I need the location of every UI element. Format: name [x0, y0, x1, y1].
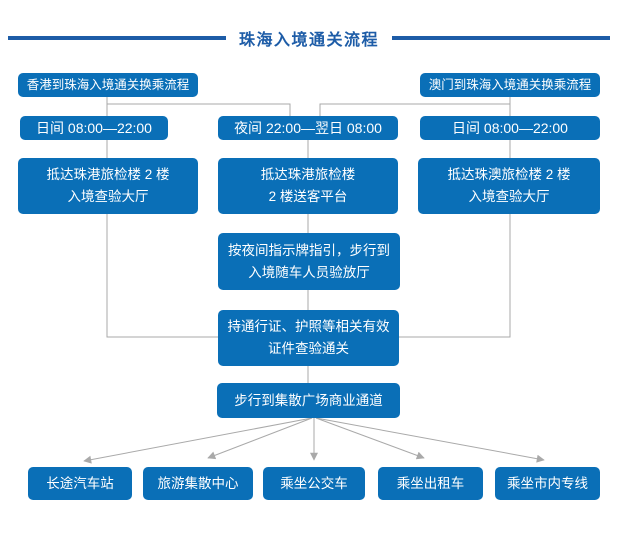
- node-tourist-center: 旅游集散中心: [143, 467, 253, 500]
- node-label-line1: 抵达珠港旅检楼 2 楼: [46, 167, 170, 182]
- title-row: 珠海入境通关流程: [8, 26, 611, 50]
- node-mo-header: 澳门到珠海入境通关换乘流程: [420, 73, 600, 97]
- connector-mo-to-night: [319, 103, 510, 116]
- node-night-dropoff-platform: 抵达珠港旅检楼 2 楼送客平台: [218, 158, 398, 214]
- node-mo-daytime: 日间 08:00—22:00: [420, 116, 600, 140]
- node-taxi: 乘坐出租车: [378, 467, 483, 500]
- node-label-line1: 抵达珠港旅检楼: [260, 167, 356, 182]
- title-rule-right: [392, 36, 611, 40]
- node-label: 日间 08:00—22:00: [452, 120, 568, 136]
- node-label: 乘坐市内专线: [507, 475, 588, 491]
- node-label-line2: 2 楼送客平台: [268, 189, 348, 204]
- node-label: 香港到珠海入境通关换乘流程: [26, 78, 190, 92]
- arrow-to-city-line: [315, 417, 545, 463]
- arrow-to-bus-station: [83, 417, 313, 464]
- node-label: 步行到集散广场商业通道: [234, 392, 383, 408]
- node-nighttime: 夜间 22:00—翌日 08:00: [218, 116, 398, 140]
- node-label: 日间 08:00—22:00: [36, 120, 152, 136]
- node-hk-header: 香港到珠海入境通关换乘流程: [18, 73, 198, 97]
- node-plaza-passage: 步行到集散广场商业通道: [217, 383, 400, 418]
- arrow-to-taxi: [315, 417, 425, 460]
- node-label-line2: 入境查验大厅: [67, 189, 149, 204]
- node-hk-arrival-hall: 抵达珠港旅检楼 2 楼 入境查验大厅: [18, 158, 198, 214]
- node-label-line1: 持通行证、护照等相关有效: [227, 319, 390, 334]
- node-hk-daytime: 日间 08:00—22:00: [20, 116, 168, 140]
- node-label: 乘坐公交车: [280, 475, 348, 491]
- node-label-line2: 入境随车人员验放厅: [248, 264, 370, 280]
- node-city-bus: 乘坐公交车: [263, 467, 365, 500]
- node-document-inspection: 持通行证、护照等相关有效 证件查验通关: [218, 310, 399, 366]
- node-label: 夜间 22:00—翌日 08:00: [234, 120, 382, 136]
- node-mo-arrival-hall: 抵达珠澳旅检楼 2 楼 入境查验大厅: [418, 158, 600, 214]
- title-rule-left: [8, 36, 226, 40]
- node-label-line1: 抵达珠澳旅检楼 2 楼: [447, 167, 571, 182]
- connector-moarrive-to-inspection: [399, 214, 511, 338]
- arrow-to-tourist-center: [207, 417, 313, 460]
- node-label: 长途汽车站: [46, 475, 114, 491]
- node-label: 旅游集散中心: [157, 475, 239, 491]
- connector-hkarrive-to-inspection: [106, 214, 218, 338]
- node-label: 澳门到珠海入境通关换乘流程: [428, 78, 592, 92]
- node-label-line2: 证件查验通关: [268, 341, 349, 356]
- node-label-line2: 入境查验大厅: [468, 189, 550, 204]
- node-label: 乘坐出租车: [396, 475, 465, 491]
- node-bus-station: 长途汽车站: [28, 467, 132, 500]
- connector-hk-to-night: [107, 103, 291, 116]
- node-label-line1: 按夜间指示牌指引，步行到: [228, 242, 390, 258]
- node-city-line: 乘坐市内专线: [495, 467, 600, 500]
- node-night-walk: 按夜间指示牌指引，步行到 入境随车人员验放厅: [218, 233, 400, 290]
- page-title: 珠海入境通关流程: [239, 32, 380, 49]
